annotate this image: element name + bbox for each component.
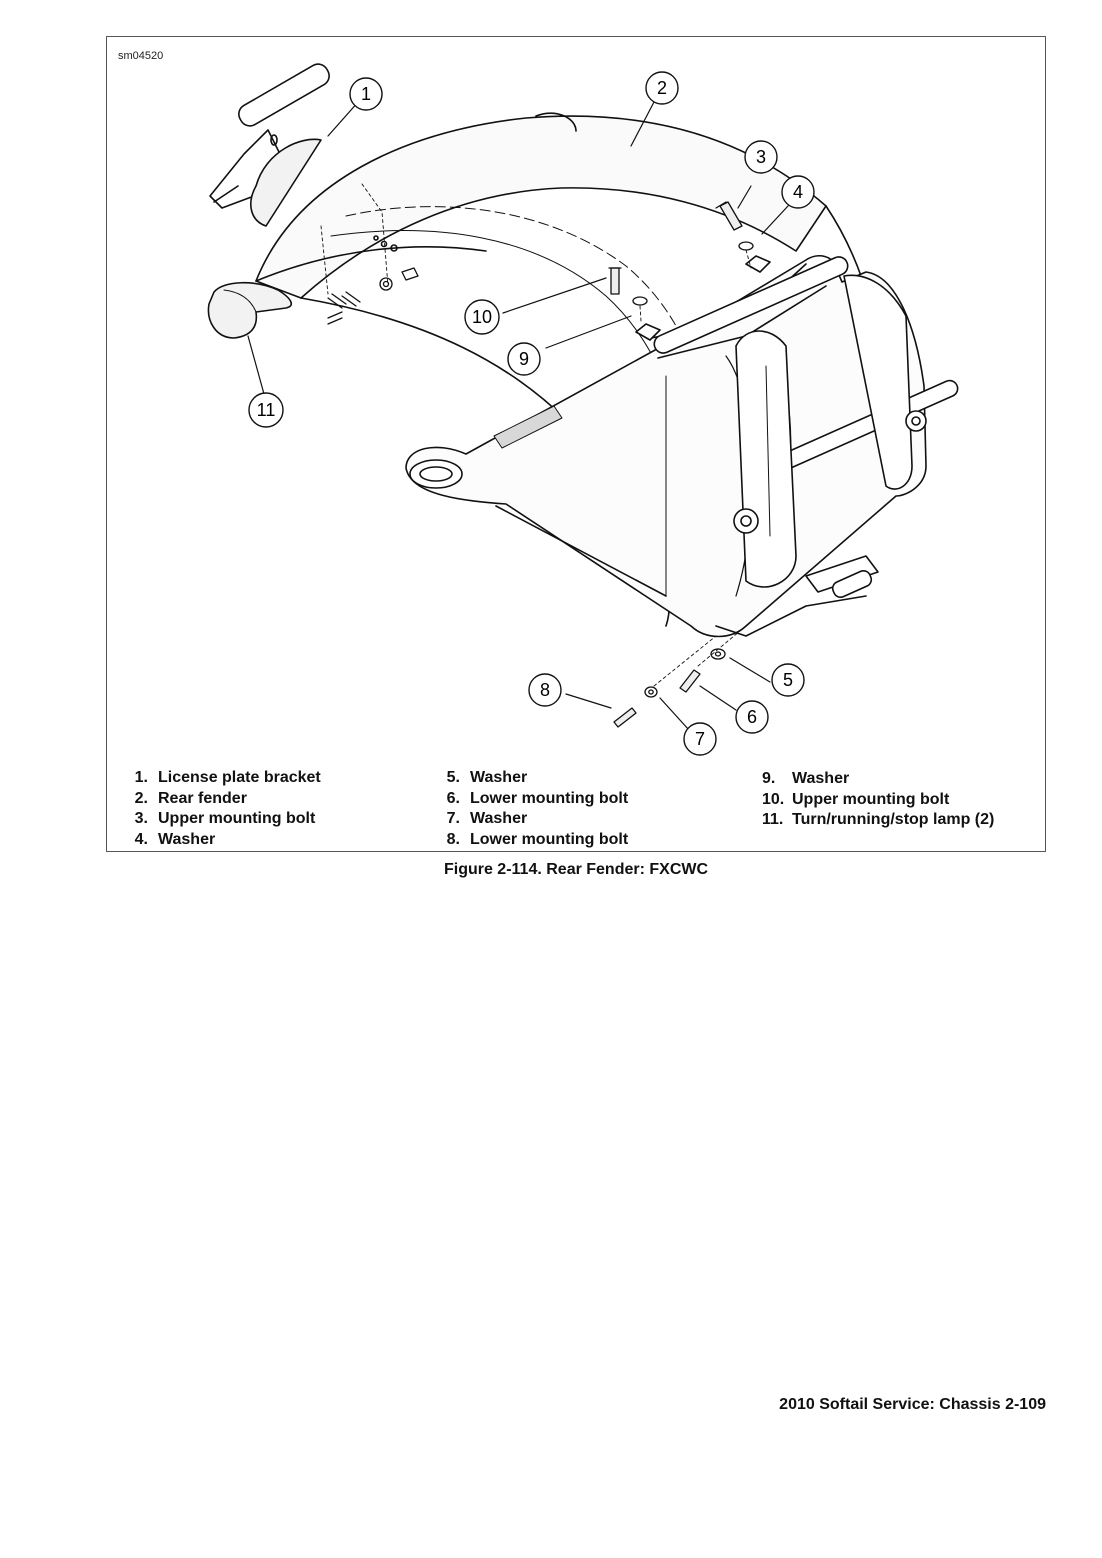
legend-item: 11.Turn/running/stop lamp (2) [762, 811, 995, 828]
svg-text:10: 10 [472, 307, 492, 327]
license-plate-bracket [209, 63, 330, 227]
svg-text:8: 8 [540, 680, 550, 700]
legend-item: 6.Lower mounting bolt [446, 789, 629, 807]
callout-8: 8 [528, 673, 562, 707]
svg-text:6: 6 [747, 707, 757, 727]
legend-item: 8.Lower mounting bolt [446, 830, 629, 848]
legend-item: 10.Upper mounting bolt [762, 790, 950, 808]
callout-3: 3 [744, 140, 778, 174]
upper-bolt-3 [715, 201, 754, 269]
svg-text:5: 5 [783, 670, 793, 690]
legend-item: 1.License plate bracket [134, 769, 321, 786]
legend-item: 5.Washer [446, 769, 528, 786]
svg-text:2: 2 [657, 78, 667, 98]
svg-text:11: 11 [257, 400, 276, 420]
callout-10: 10 [464, 299, 500, 335]
callout-4: 4 [781, 175, 815, 209]
legend-column-3: 9.Washer 10.Upper mounting bolt 11.Turn/… [762, 769, 994, 831]
figure-frame [106, 36, 1046, 852]
callout-1: 1 [349, 77, 383, 111]
lower-hardware [613, 625, 747, 728]
figure-caption: Figure 2-114. Rear Fender: FXCWC [443, 861, 709, 878]
exploded-view-drawing: 1 2 3 4 5 6 7 8 9 10 11 [207, 63, 959, 756]
leader-lines [247, 100, 789, 731]
legend-item: 9.Washer [762, 770, 850, 787]
callout-6: 6 [735, 700, 769, 734]
legend-column-2: 5.Washer 6.Lower mounting bolt 7.Washer … [436, 768, 629, 850]
turn-lamp [207, 281, 293, 339]
callout-2: 2 [645, 71, 679, 105]
legend-item: 4.Washer [134, 830, 216, 848]
legend-item: 3.Upper mounting bolt [134, 810, 316, 827]
fender-hardware [320, 183, 419, 325]
svg-text:7: 7 [695, 729, 705, 749]
legend-item: 2.Rear fender [134, 789, 247, 807]
upper-bolt-10 [608, 267, 648, 322]
svg-text:1: 1 [361, 84, 371, 104]
svg-text:9: 9 [519, 349, 529, 369]
legend-column-1: 1.License plate bracket 2.Rear fender 3.… [124, 768, 321, 850]
callout-9: 9 [507, 342, 541, 376]
callouts: 1 2 3 4 5 6 7 8 9 10 11 [248, 71, 815, 756]
legend-item: 7.Washer [446, 810, 528, 827]
callout-11: 11 [248, 392, 284, 428]
figure-id: sm04520 [118, 50, 164, 62]
svg-text:4: 4 [793, 182, 803, 202]
swingarm [405, 255, 959, 638]
callout-5: 5 [771, 663, 805, 697]
callout-7: 7 [683, 722, 717, 756]
svg-text:3: 3 [756, 147, 766, 167]
page-footer: 2010 Softail Service: Chassis 2-109 [779, 1396, 1046, 1413]
